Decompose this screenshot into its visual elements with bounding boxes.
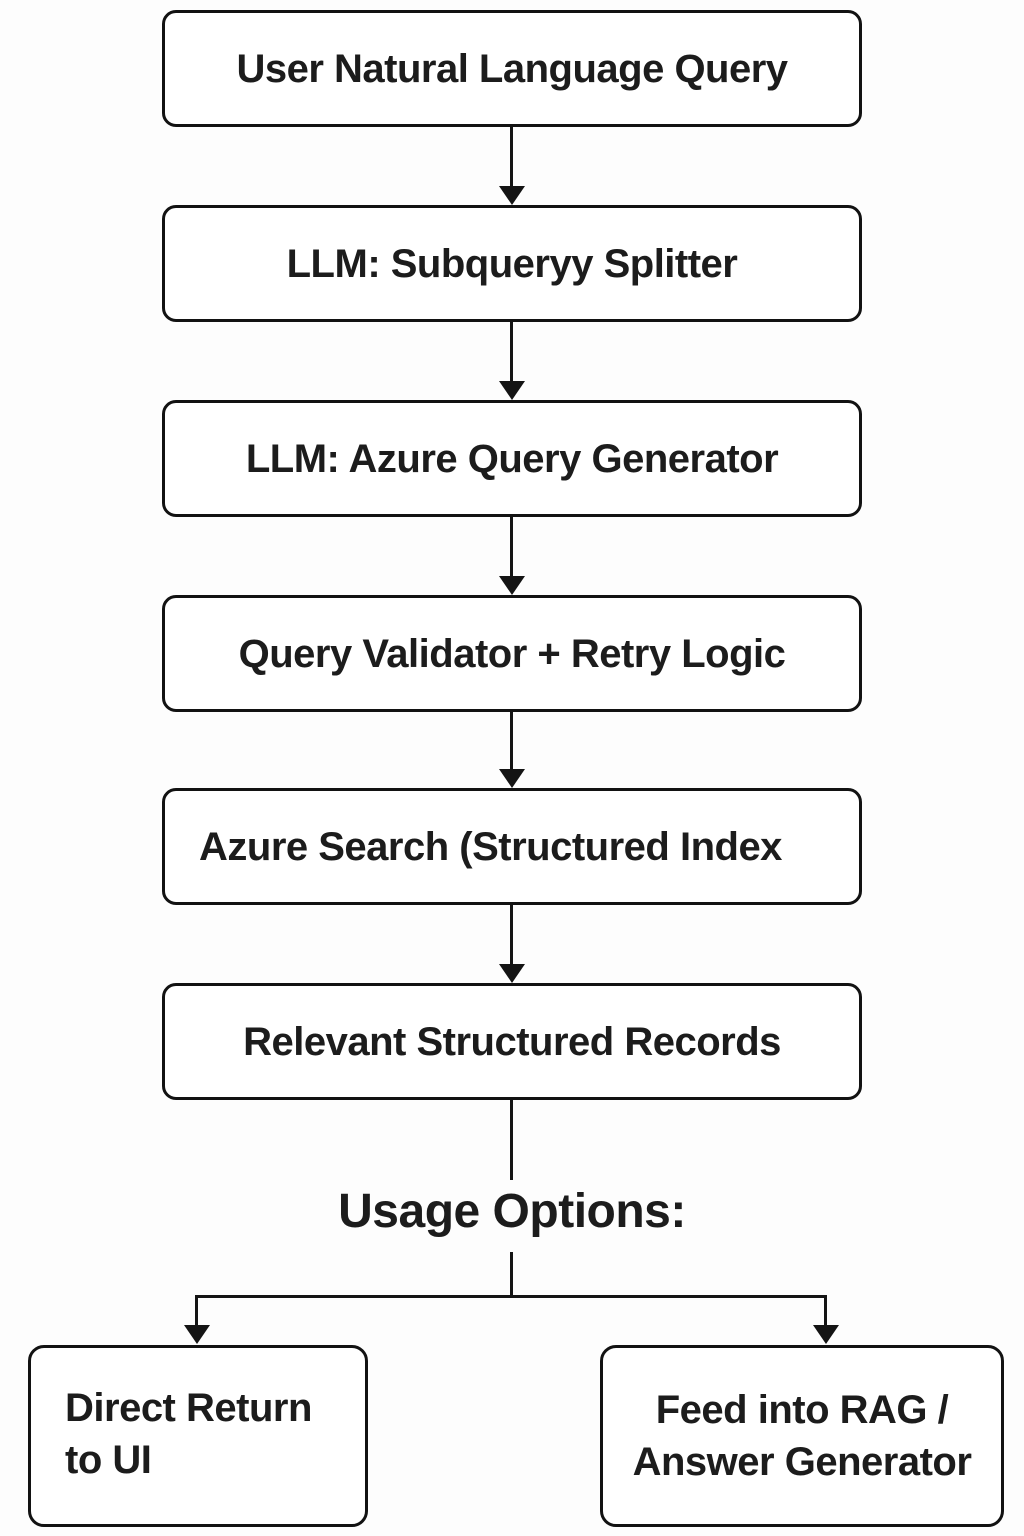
node-user-query-label: User Natural Language Query (236, 46, 788, 91)
node-query-validator-label: Query Validator + Retry Logic (238, 631, 786, 676)
connector-4-line (510, 712, 513, 770)
node-rag-feed: Feed into RAG / Answer Generator (600, 1345, 1004, 1527)
connector-3-line (510, 517, 513, 577)
node-azure-search-label: Azure Search (Structured Index (199, 824, 782, 869)
connector-4-arrowhead-icon (499, 769, 525, 788)
node-rag-feed-line1: Feed into RAG / (655, 1388, 949, 1432)
node-query-validator: Query Validator + Retry Logic (162, 595, 862, 712)
connector-3-arrowhead-icon (499, 576, 525, 595)
branch-right-arrowhead-icon (813, 1325, 839, 1344)
node-structured-records: Relevant Structured Records (162, 983, 862, 1100)
node-user-query: User Natural Language Query (162, 10, 862, 127)
node-azure-search: Azure Search (Structured Index (162, 788, 862, 905)
node-azure-query-generator: LLM: Azure Query Generator (162, 400, 862, 517)
connector-2-line (510, 322, 513, 382)
node-direct-return-line1: Direct Return (65, 1386, 312, 1430)
connector-1-arrowhead-icon (499, 186, 525, 205)
node-azure-query-generator-label: LLM: Azure Query Generator (245, 436, 779, 481)
branch-horizontal-line (196, 1295, 827, 1298)
node-subquery-splitter: LLM: Subqueryy Splitter (162, 205, 862, 322)
node-subquery-splitter-label: LLM: Subqueryy Splitter (286, 241, 738, 286)
node-direct-return-line2: to UI (65, 1438, 152, 1482)
node-rag-feed-line2: Answer Generator (632, 1440, 972, 1484)
usage-options-label: Usage Options: (338, 1185, 686, 1238)
node-direct-return: Direct Return to UI (28, 1345, 368, 1527)
connector-5-line (510, 905, 513, 965)
branch-left-line (195, 1295, 198, 1326)
node-direct-return-text: Direct Return to UI (65, 1382, 312, 1486)
connector-1-line (510, 127, 513, 187)
node-structured-records-label: Relevant Structured Records (243, 1019, 781, 1064)
connector-5-arrowhead-icon (499, 964, 525, 983)
connector-2-arrowhead-icon (499, 381, 525, 400)
branch-left-arrowhead-icon (184, 1325, 210, 1344)
connector-usage-top-line (510, 1100, 513, 1180)
branch-right-line (824, 1295, 827, 1326)
connector-usage-bottom-line (510, 1252, 513, 1295)
